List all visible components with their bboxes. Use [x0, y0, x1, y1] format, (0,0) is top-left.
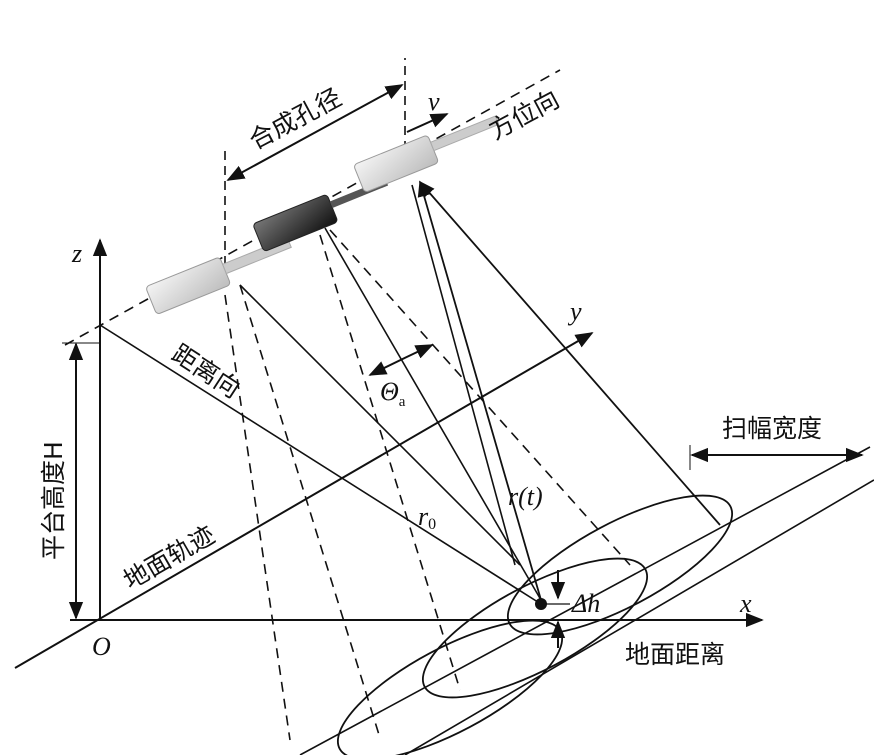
origin-label: O — [92, 632, 111, 661]
swath-width-label: 扫幅宽度 — [722, 414, 822, 443]
target-point — [535, 598, 547, 610]
synthetic-aperture-arrow — [226, 84, 404, 181]
velocity-arrow — [406, 113, 449, 133]
y-axis-ground-track — [14, 332, 594, 669]
slant-range-t-label: r(t) — [508, 482, 543, 511]
x-axis-label: x — [739, 589, 752, 618]
range-direction-label: 距离向 — [167, 339, 246, 404]
velocity-label: v — [428, 87, 440, 116]
satellite-right — [354, 115, 500, 192]
footprint-2 — [421, 557, 649, 699]
y-axis-label: y — [567, 297, 582, 326]
platform-height-label: 平台高度H — [39, 441, 68, 560]
azimuth-label: 方位向 — [484, 84, 564, 145]
ground-range-label: 地面距离 — [625, 640, 725, 669]
beam-angle-label: Θa — [380, 377, 406, 410]
range-line — [99, 324, 542, 605]
delta-h-label: Δh — [571, 589, 600, 618]
z-axis-label: z — [71, 239, 82, 268]
beam-angle-arc — [368, 344, 434, 376]
slant-range-0-label: r0 — [418, 502, 436, 533]
flight-path — [64, 69, 561, 346]
footprint-3 — [506, 494, 734, 636]
